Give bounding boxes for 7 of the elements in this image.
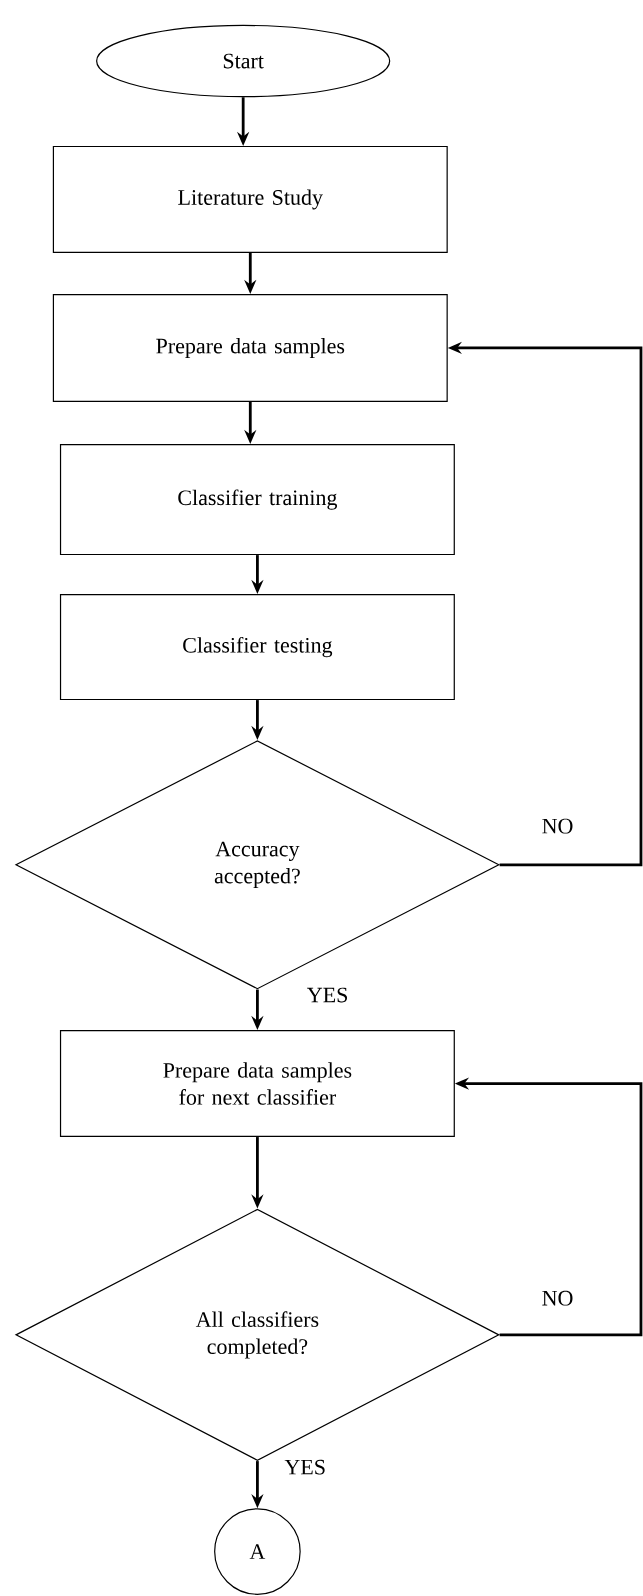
- process-box: Classifier testing: [59, 594, 455, 701]
- process-box: Literature Study: [52, 145, 448, 253]
- process-box: Prepare data samples for next classifier: [59, 1030, 455, 1138]
- process-box: Classifier training: [59, 444, 455, 556]
- edge-label: NO: [539, 1288, 576, 1308]
- edge-label: NO: [539, 816, 576, 836]
- process-box: Prepare data samples: [52, 293, 448, 402]
